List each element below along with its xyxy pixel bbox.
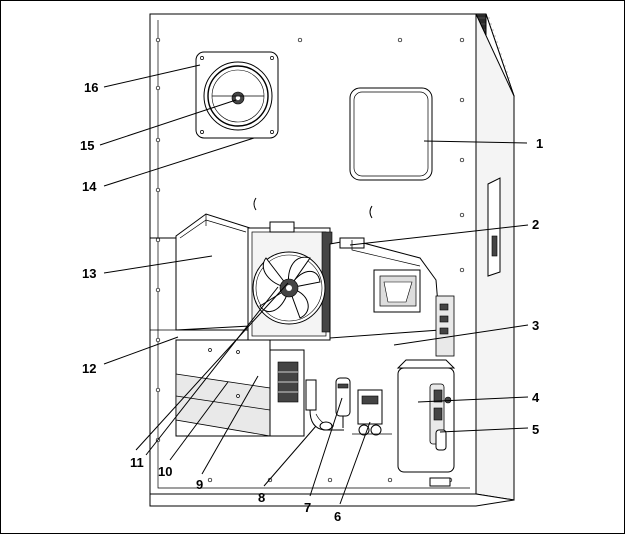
- callout-4: 4: [532, 390, 540, 405]
- side-control-box: [487, 177, 501, 277]
- callout-14: 14: [82, 179, 97, 194]
- callout-2: 2: [532, 217, 539, 232]
- callout-10: 10: [158, 464, 172, 479]
- callout-leader-lines: [99, 64, 529, 505]
- callout-9: 9: [196, 477, 203, 492]
- callout-13: 13: [82, 266, 96, 281]
- callout-7: 7: [304, 500, 311, 515]
- access-panel: [349, 87, 433, 181]
- callout-6: 6: [334, 509, 341, 524]
- display-window: [373, 269, 421, 313]
- piping-assembly: [305, 379, 344, 431]
- callout-5: 5: [532, 422, 539, 437]
- callout-3: 3: [532, 318, 539, 333]
- callout-12: 12: [82, 361, 96, 376]
- fresh-air-vent-disc: [203, 61, 273, 131]
- callout-11: 11: [130, 455, 144, 470]
- left-cover-panel: [175, 213, 251, 331]
- lifting-hook-left: [253, 197, 257, 211]
- lifting-hook-right: [369, 205, 373, 219]
- panel-mounting-holes: [155, 37, 465, 483]
- callout-8: 8: [258, 490, 265, 505]
- callout-labels: 1 2 3 4 5 6 7 8 9 10 11 12 13 14 15 16: [80, 80, 543, 524]
- callout-15: 15: [80, 138, 94, 153]
- condenser-fan: [252, 251, 326, 325]
- callout-16: 16: [84, 80, 98, 95]
- control-box: [269, 349, 305, 437]
- callout-1: 1: [536, 136, 543, 151]
- base-plate: [149, 477, 515, 507]
- receiver-compartment: [396, 359, 456, 473]
